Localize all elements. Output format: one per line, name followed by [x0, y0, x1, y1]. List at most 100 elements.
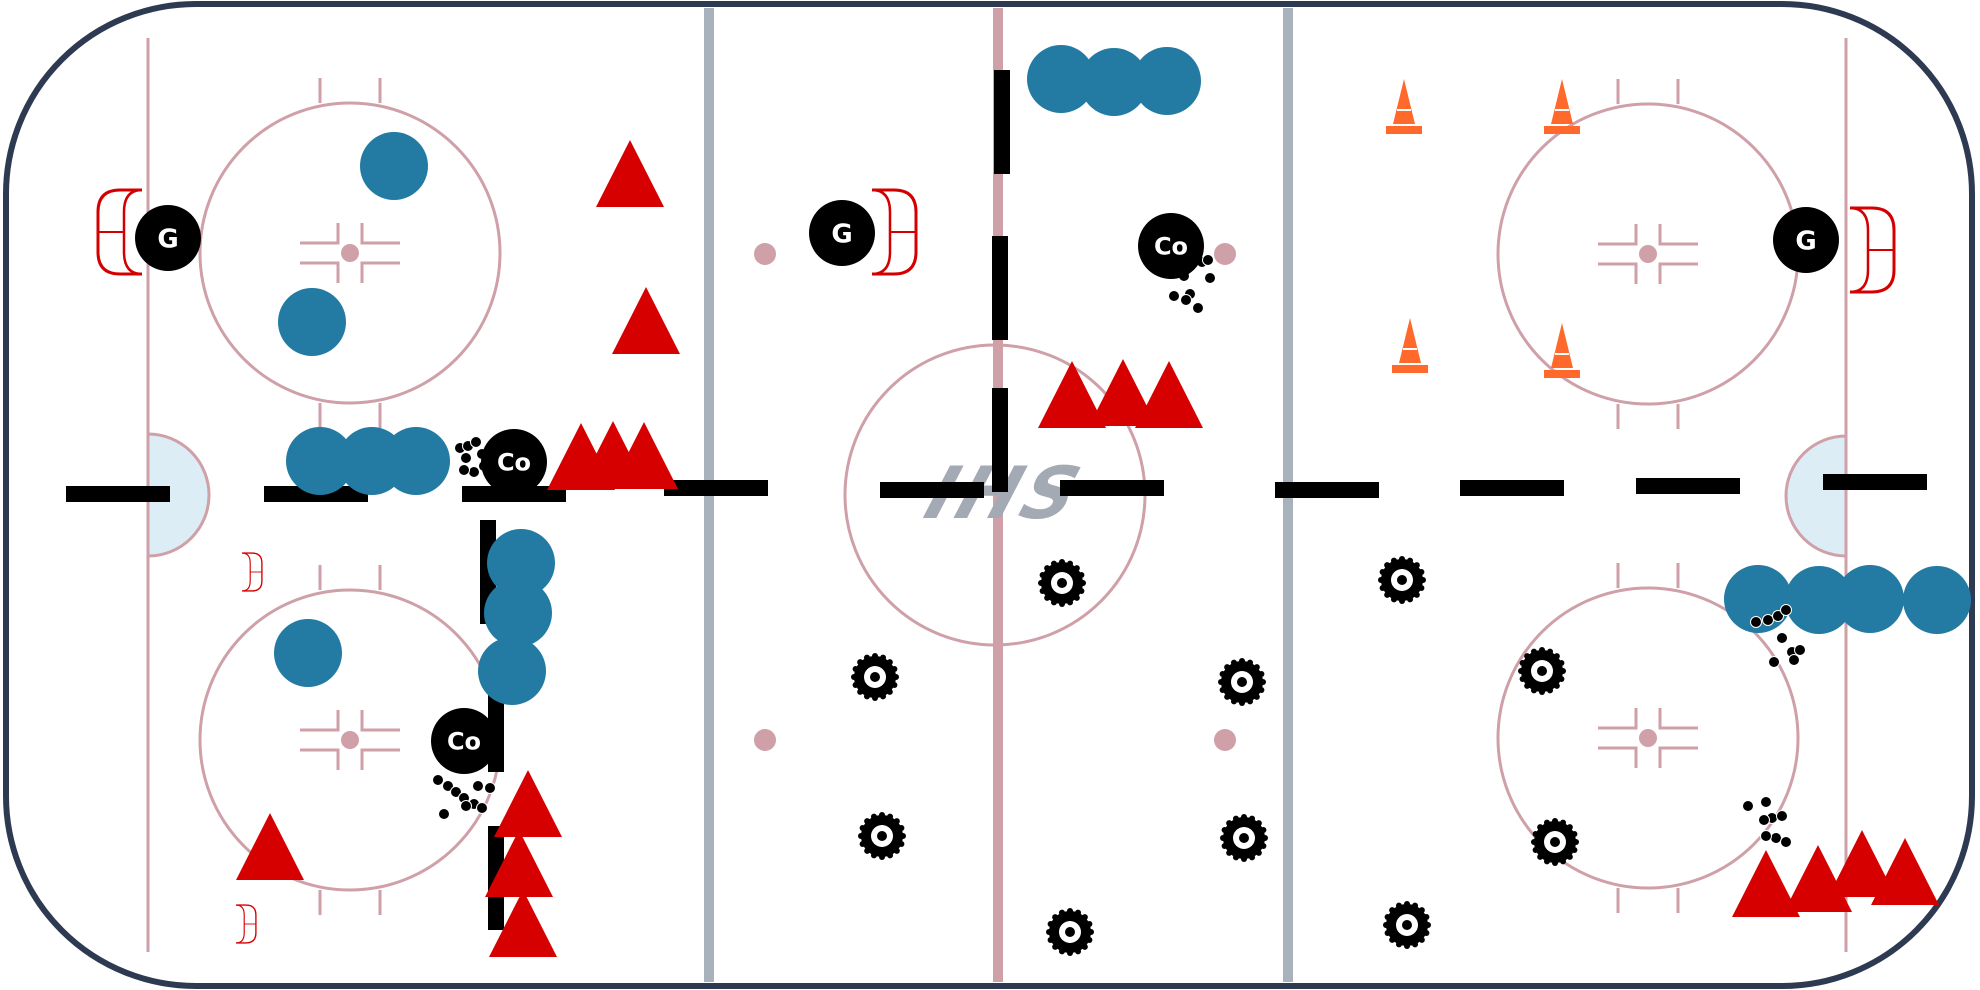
tire-icon [1220, 814, 1268, 862]
puck-icon [1780, 836, 1792, 848]
net-icon [242, 552, 263, 592]
tire-icon [1518, 647, 1566, 695]
puck-icon [1742, 800, 1754, 812]
player-icon [484, 579, 552, 647]
triangle-player-icon [610, 422, 678, 489]
player-icon [1080, 48, 1148, 116]
triangle-player-icon [485, 830, 553, 897]
tire-icon [1218, 658, 1266, 706]
tires [851, 556, 1579, 956]
puck-icon [1204, 272, 1216, 284]
players [274, 45, 1971, 705]
goalie-icon: G [135, 205, 201, 271]
puck-icon [1770, 832, 1782, 844]
player-icon [274, 619, 342, 687]
puck-icon [1758, 814, 1770, 826]
puck-icon [1772, 610, 1784, 622]
coach-icon: Co [431, 708, 497, 774]
tire-icon [851, 653, 899, 701]
cones [1386, 79, 1580, 378]
goal-crease-left [146, 432, 211, 558]
triangle-player-icon [494, 770, 562, 837]
cone-icon [1386, 79, 1422, 134]
triangle-player-icon [1089, 359, 1157, 426]
puck-icon [1750, 616, 1762, 628]
goal-crease-right [1784, 434, 1848, 558]
puck-icon [1776, 810, 1788, 822]
faceoff-circle-left-top [198, 78, 502, 428]
triangle-player-icon [236, 813, 304, 880]
cone-icon [1544, 323, 1580, 378]
puck-icon [442, 780, 454, 792]
puck-group [432, 774, 496, 820]
net-icon [871, 188, 918, 276]
triangle-player-icon [1732, 850, 1800, 917]
puck-icon [1192, 302, 1204, 314]
cone-icon [1392, 318, 1428, 373]
puck-icon [1180, 294, 1192, 306]
puck-icon [476, 802, 488, 814]
puck-icon [460, 452, 472, 464]
coach-label: Co [447, 728, 481, 756]
cone-icon [1544, 79, 1580, 134]
puck-icon [1762, 614, 1774, 626]
tire-icon [858, 812, 906, 860]
puck-icon [1760, 796, 1772, 808]
goalie-label: G [157, 224, 178, 254]
triangle-player-icon [596, 140, 664, 207]
puck-icon [472, 780, 484, 792]
triangle-player-icon [489, 890, 557, 957]
puck-icon [438, 808, 450, 820]
puck-icon [1760, 830, 1772, 842]
puck-group [1750, 604, 1806, 668]
triangle-player-icon [1828, 830, 1896, 897]
player-icon [382, 427, 450, 495]
puck-icon [1768, 656, 1780, 668]
puck-icon [1788, 654, 1800, 666]
player-icon [487, 529, 555, 597]
goalie-label: G [831, 219, 852, 249]
faceoff-dot [1214, 729, 1236, 751]
goalie-label: G [1795, 226, 1816, 256]
triangle-player-icon [1135, 361, 1203, 428]
goalie-icon: G [809, 200, 875, 266]
goalie-icon: G [1773, 207, 1839, 273]
puck-icon [1794, 644, 1806, 656]
player-icon [1785, 566, 1853, 634]
triangle-player-icon [1871, 838, 1939, 905]
puck-icon [460, 800, 472, 812]
puck-icon [1776, 632, 1788, 644]
puck-icon [470, 436, 482, 448]
net-icon [96, 188, 143, 276]
faceoff-dot [754, 243, 776, 265]
puck-icon [484, 782, 496, 794]
puck-icon [1202, 254, 1214, 266]
nets [96, 188, 1896, 944]
coach-label: Co [497, 449, 531, 477]
forwards [236, 140, 1939, 957]
tire-icon [1383, 901, 1431, 949]
player-icon [1027, 45, 1095, 113]
triangle-player-icon [1038, 361, 1106, 428]
tire-icon [1046, 908, 1094, 956]
player-icon [360, 132, 428, 200]
player-icon [1836, 565, 1904, 633]
tire-icon [1378, 556, 1426, 604]
net-icon [1849, 206, 1896, 294]
puck-icon [1168, 290, 1180, 302]
puck-icon [450, 786, 462, 798]
tire-icon [1038, 559, 1086, 607]
coach-icon: Co [1138, 213, 1204, 279]
coach-label: Co [1154, 233, 1188, 261]
net-icon [236, 904, 257, 944]
puck-icon [432, 774, 444, 786]
player-icon [1903, 566, 1971, 634]
puck-group [1742, 796, 1792, 848]
puck-icon [458, 464, 470, 476]
faceoff-dot [754, 729, 776, 751]
faceoff-dot [1214, 243, 1236, 265]
tire-icon [1531, 818, 1579, 866]
